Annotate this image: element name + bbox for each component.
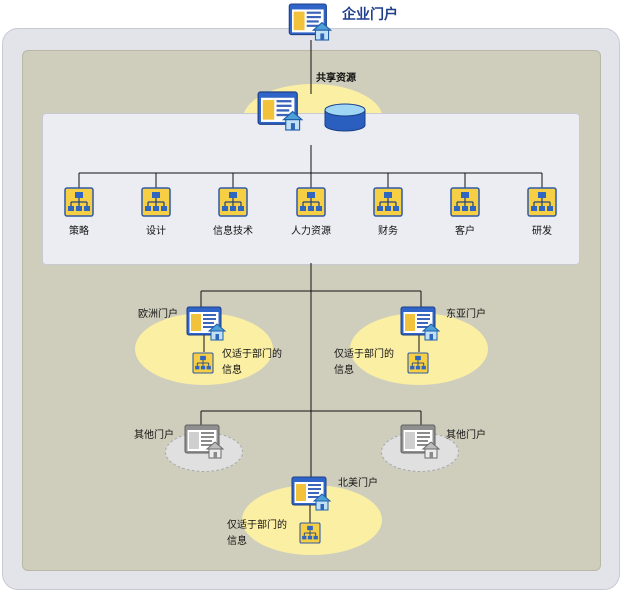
department-it-label: 信息技术 (213, 226, 253, 237)
other-portal-right-icon (400, 424, 440, 459)
department-finance-icon (373, 187, 403, 217)
europe-portal-icon (186, 306, 226, 341)
department-hr-icon (296, 187, 326, 217)
north-america-dept-icon (299, 522, 321, 544)
east-asia-portal-info: 仅适于部门的信息 (334, 349, 394, 376)
department-finance-label: 财务 (378, 226, 398, 237)
department-design-label: 设计 (146, 226, 166, 237)
europe-dept-icon (192, 352, 214, 374)
other-portal-right-label: 其他门户 (446, 430, 486, 441)
enterprise-portal-label: 企业门户 (342, 7, 398, 23)
east-asia-dept-icon (407, 352, 429, 374)
europe-portal-info: 仅适于部门的信息 (222, 349, 282, 376)
other-portal-left-label: 其他门户 (134, 430, 174, 441)
shared-resources-label: 共享资源 (316, 73, 356, 84)
department-strategy-icon (64, 187, 94, 217)
north-america-portal-icon (291, 476, 331, 511)
shared-portal-icon (257, 91, 303, 131)
department-customer-label: 客户 (455, 226, 475, 237)
north-america-portal-info: 仅适于部门的信息 (227, 520, 287, 547)
department-design-icon (141, 187, 171, 217)
database-icon (324, 103, 366, 132)
east-asia-portal-label: 东亚门户 (446, 309, 486, 320)
europe-portal-label: 欧洲门户 (138, 309, 178, 320)
east-asia-portal-icon (400, 306, 440, 341)
department-customer-icon (450, 187, 480, 217)
enterprise-portal-icon (288, 3, 332, 41)
north-america-portal-label: 北美门户 (338, 478, 378, 489)
department-it-icon (218, 187, 248, 217)
department-rd-icon (527, 187, 557, 217)
department-rd-label: 研发 (532, 226, 552, 237)
other-portal-left-icon (184, 424, 224, 459)
department-hr-label: 人力资源 (291, 226, 331, 237)
department-strategy-label: 策略 (69, 226, 89, 237)
